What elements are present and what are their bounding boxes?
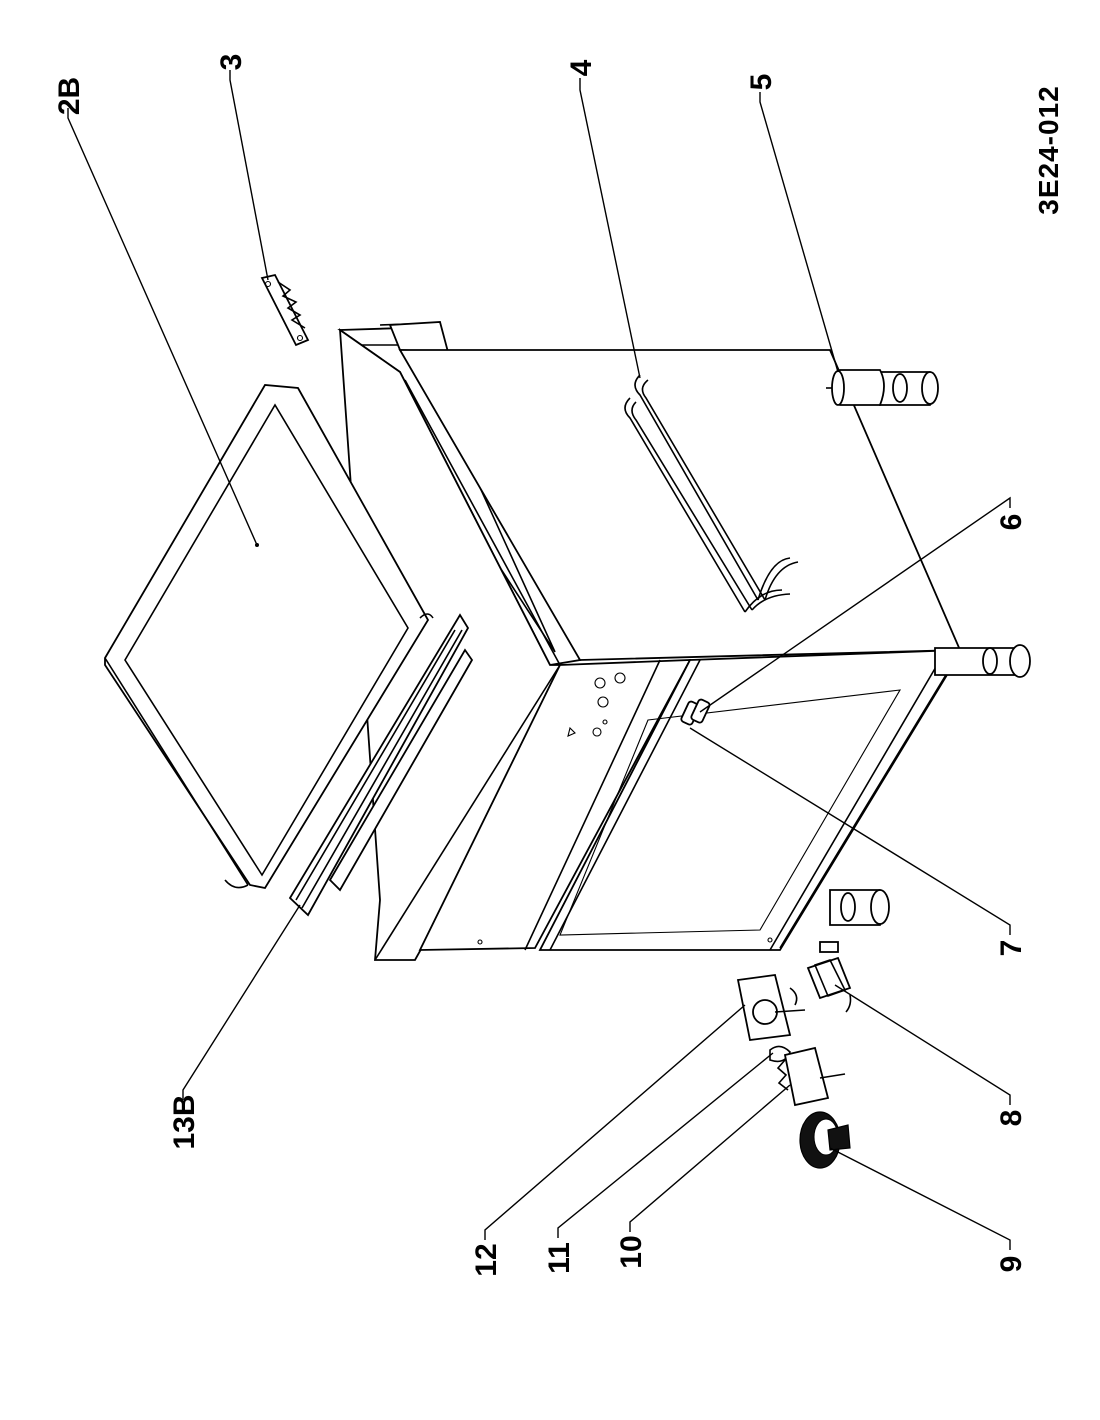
leader-6	[699, 496, 1011, 713]
leader-5	[759, 92, 839, 373]
leg-back-left	[829, 889, 890, 926]
part-12-thermostat	[736, 974, 806, 1041]
callout-4: 4	[565, 59, 598, 76]
callout-9: 9	[995, 1256, 1028, 1273]
callout-8: 8	[995, 1110, 1028, 1127]
leader-12	[484, 1004, 746, 1240]
leader-10	[629, 1084, 791, 1232]
leader-8	[834, 984, 1011, 1105]
leader-9	[829, 1147, 1011, 1250]
callout-2b: 2B	[53, 77, 86, 115]
leader-7	[689, 727, 1011, 935]
leader-3	[229, 70, 269, 281]
part-8-switch	[806, 941, 852, 1013]
part-4-heating-element	[624, 374, 799, 613]
callout-10: 10	[615, 1235, 648, 1268]
part-3-rack-bracket	[260, 273, 310, 347]
drawing-code: 3E24-012	[1033, 85, 1064, 214]
leader-4	[579, 78, 641, 379]
callout-labels: 2B 3 4 5 6 7 8 9 10 11 12 13B 3E24-012	[53, 54, 1064, 1277]
leader-2b	[67, 108, 258, 546]
leader-11	[557, 1052, 774, 1238]
leader-13b	[182, 904, 301, 1100]
part-13b-drip-tray	[288, 613, 474, 917]
part-11-gasket	[769, 1045, 791, 1063]
leg-front-right	[879, 371, 939, 406]
callout-3: 3	[215, 54, 248, 71]
callout-12: 12	[470, 1243, 503, 1276]
leader-lines	[67, 70, 1011, 1250]
callout-6: 6	[995, 514, 1028, 531]
part-2b-griddle-plate	[104, 384, 434, 890]
part-5-foot	[826, 369, 885, 406]
leg-back-right	[934, 644, 1031, 678]
part-9-knob	[799, 1111, 851, 1169]
part-10-selector-switch	[776, 1046, 846, 1107]
callout-11: 11	[543, 1242, 576, 1274]
callout-7: 7	[995, 940, 1028, 957]
callout-5: 5	[745, 74, 778, 91]
cabinet-body	[337, 321, 962, 961]
callout-13b: 13B	[168, 1094, 201, 1149]
